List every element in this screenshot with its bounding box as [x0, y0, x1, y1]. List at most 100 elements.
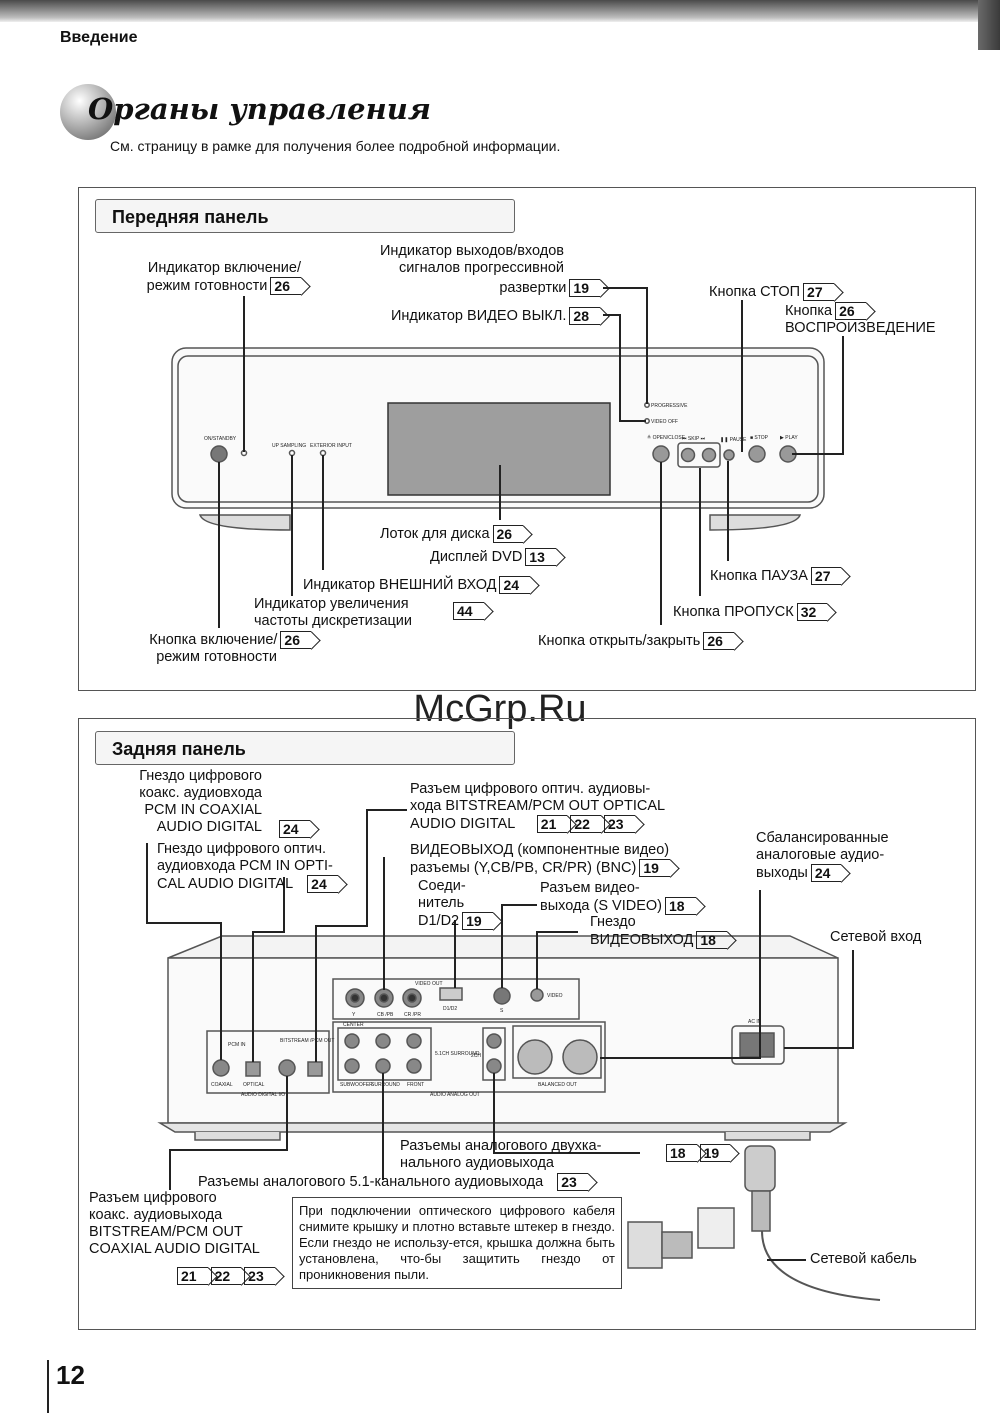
page-subtitle: См. страницу в рамке для получения более…: [110, 138, 561, 154]
label-line: коакс. аудиовыхода: [89, 1207, 223, 1223]
watermark: McGrp.Ru: [413, 688, 587, 730]
page-ref-badge: 13: [525, 548, 556, 566]
device-play-label: ▶ PLAY: [780, 435, 798, 441]
label-line: аналоговые аудио-: [756, 847, 885, 863]
label-power-cable: Сетевой кабель: [810, 1251, 917, 1267]
label-line: COAXIAL AUDIO DIGITAL: [89, 1241, 260, 1257]
label-line: Гнездо цифрового: [139, 768, 262, 784]
label-line: коакс. аудиовхода: [139, 785, 262, 801]
label-line: Сбалансированные: [756, 830, 889, 846]
label-line: ВОСПРОИЗВЕДЕНИЕ: [785, 320, 936, 336]
page-ref-badge: 23: [557, 1173, 588, 1191]
rear-audio-analog-label: AUDIO ANALOG OUT: [430, 1092, 480, 1098]
label-line: ВИДЕОВЫХОД (компонентные видео): [410, 842, 670, 858]
label-line: Кнопка включение/: [149, 631, 278, 648]
device-stop-label: ■ STOP: [750, 435, 769, 441]
rear-center-label: CENTER: [343, 1022, 364, 1028]
rear-acin-label: AC IN: [748, 1019, 762, 1025]
page-ref-badge: 19: [569, 279, 600, 297]
label-ac-in: Сетевой вход: [830, 929, 922, 945]
label-analog-51: Разъемы аналогового 5.1-канального аудио…: [198, 1173, 588, 1191]
page-ref-badge: 26: [703, 632, 734, 650]
label-line: AUDIO DIGITAL: [410, 815, 515, 832]
label-coax-in: Гнездо цифрового коакс. аудиовхода PCM I…: [96, 768, 262, 836]
rear-cr-label: CR /PR: [404, 1012, 421, 1018]
label-line: разъемы (Y,CB/PB, CR/PR) (BNC): [410, 859, 637, 876]
label-line: Кнопка: [785, 302, 833, 319]
label-line: CAL AUDIO DIGITAL: [157, 875, 294, 892]
rear-panel-heading: Задняя панель: [95, 731, 515, 765]
label-line: нального аудиовыхода: [400, 1155, 554, 1171]
page-ref-badge: 27: [810, 567, 842, 585]
rear-surround-label: SURROUND: [371, 1082, 400, 1088]
rear-s-label: S: [500, 1008, 504, 1014]
page-ref-badge: 19: [462, 912, 493, 930]
page-ref-badge: 24: [810, 864, 842, 882]
rear-videoout-label: VIDEO OUT: [415, 981, 443, 987]
optical-note: При подключении оптического цифрового ка…: [292, 1197, 622, 1289]
label-line: частоты дискретизации: [254, 613, 412, 629]
rear-y-label: Y: [352, 1012, 356, 1018]
page-ref-badge: 24: [279, 820, 310, 838]
device-pause-label: ❚❚ PAUSE: [720, 437, 747, 443]
label-line: AUDIO DIGITAL: [156, 819, 262, 835]
page-ref-badge: 27: [803, 283, 834, 301]
rear-optical-label: OPTICAL: [243, 1082, 265, 1088]
page-ref-badge: 19: [639, 859, 670, 877]
device-skip-label: ⏮ SKIP ⏭: [682, 436, 706, 442]
label-line: хода BITSTREAM/PCM OUT OPTICAL: [410, 798, 666, 814]
device-progressive-label: PROGRESSIVE: [651, 403, 688, 409]
label-optical-in: Гнездо цифрового оптич. аудиовхода PCM I…: [157, 841, 338, 893]
label-line: Разъемы аналогового 5.1-канального аудио…: [198, 1173, 544, 1190]
label-balanced: Сбалансированные аналоговые аудио- выход…: [756, 830, 889, 882]
rear-panel-box: [78, 718, 976, 1330]
page-ref-badge: 22: [570, 815, 601, 833]
label-line: ВИДЕОВЫХОД: [590, 931, 694, 948]
device-openclose-label: ≜ OPEN/CLOSE: [647, 434, 686, 441]
label-line: BITSTREAM/PCM OUT: [89, 1224, 243, 1240]
rear-callouts: [146, 809, 854, 1261]
front-panel-box: [78, 187, 976, 691]
page-ref-badge: 32: [796, 603, 828, 621]
device-videooff-label: VIDEO OFF: [651, 419, 678, 425]
label-line: Разъем видео-: [540, 880, 640, 896]
label-line: PCM IN COAXIAL: [144, 802, 262, 818]
rear-video-label: VIDEO: [547, 993, 563, 999]
rear-audio-digital-label: AUDIO DIGITAL I/O: [241, 1092, 285, 1098]
label-line: Индикатор ВИДЕО ВЫКЛ.: [390, 307, 567, 324]
label-video-off: Индикатор ВИДЕО ВЫКЛ.28: [330, 307, 600, 325]
label-upsampling: Индикатор увеличения частоты дискретизац…: [254, 596, 412, 630]
label-line: Индикатор выходов/входов: [379, 243, 564, 259]
label-line: Индикатор включение/: [147, 260, 301, 276]
label-line: выходы: [756, 864, 808, 881]
label-coax-out: Разъем цифрового коакс. аудиовыхода BITS…: [89, 1190, 260, 1258]
page-number-rule: [47, 1360, 49, 1413]
label-line: Разъем цифрового оптич. аудиовы-: [410, 781, 651, 797]
page-ref-badge: 24: [499, 576, 531, 594]
label-line: нитель: [418, 895, 465, 911]
page-ref-badge: 18: [665, 897, 696, 915]
label-line: Гнездо цифрового оптич.: [157, 841, 327, 857]
page-ref-badge: 23: [244, 1267, 275, 1285]
page-ref-badge: 26: [270, 277, 301, 295]
label-line: сигналов прогрессивной: [398, 260, 564, 276]
label-line: Индикатор увеличения: [254, 596, 409, 612]
label-line: режим готовности: [156, 649, 277, 665]
label-power-button: Кнопка включение/26 режим готовности: [96, 631, 311, 666]
label-svideo: Разъем видео- выхода (S VIDEO)18: [540, 880, 696, 915]
label-line: Кнопка ПРОПУСК: [673, 603, 794, 620]
page-ref-badge: 23: [603, 815, 635, 833]
label-line: Дисплей DVD: [430, 548, 523, 565]
label-optical-out: Разъем цифрового оптич. аудиовы- хода BI…: [410, 781, 665, 833]
title-bullet-icon: [60, 84, 116, 140]
